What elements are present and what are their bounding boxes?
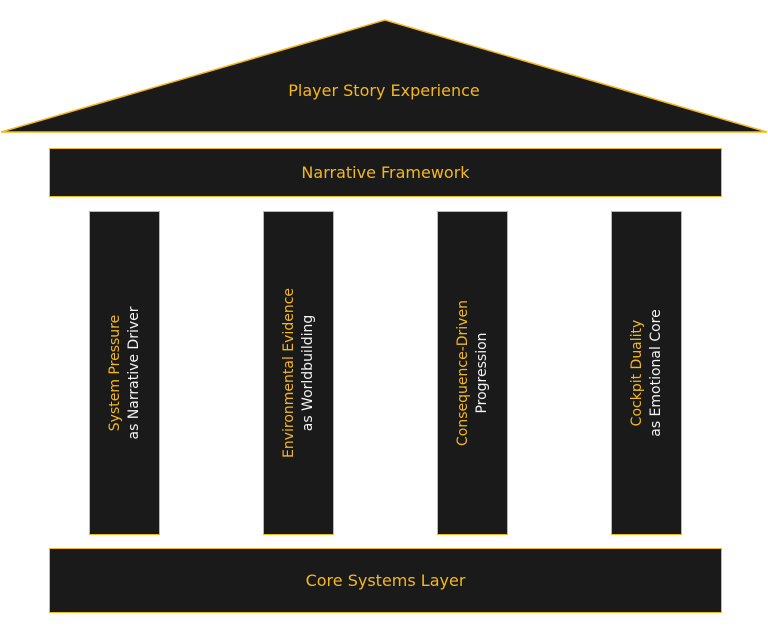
- pillar-subtitle: as Narrative Driver: [125, 306, 142, 440]
- roof-shape: [0, 19, 768, 133]
- pillar-title: System Pressure: [106, 314, 123, 432]
- roof-triangle: [0, 19, 768, 133]
- pillar-text: System Pressure as Narrative Driver: [106, 223, 144, 523]
- pillar-subtitle: Progression: [473, 332, 490, 414]
- pillar-cockpit-duality: Cockpit Duality as Emotional Core: [611, 211, 682, 535]
- pillar-title: Consequence-Driven: [454, 300, 471, 446]
- pillar-subtitle: as Worldbuilding: [299, 314, 316, 432]
- pillar-environmental-evidence: Environmental Evidence as Worldbuilding: [263, 211, 334, 535]
- pillar-title: Environmental Evidence: [280, 287, 297, 459]
- narrative-framework-beam: Narrative Framework: [49, 148, 722, 197]
- core-systems-base: Core Systems Layer: [49, 548, 722, 613]
- pillar-system-pressure: System Pressure as Narrative Driver: [89, 211, 160, 535]
- pillar-title: Cockpit Duality: [628, 319, 645, 427]
- pillar-consequence-driven: Consequence-Driven Progression: [437, 211, 508, 535]
- pillar-text: Cockpit Duality as Emotional Core: [628, 223, 666, 523]
- pillar-text: Consequence-Driven Progression: [454, 223, 492, 523]
- roof-label: Player Story Experience: [288, 81, 480, 100]
- base-label: Core Systems Layer: [305, 571, 466, 590]
- pillar-text: Environmental Evidence as Worldbuilding: [280, 223, 318, 523]
- pillar-subtitle: as Emotional Core: [647, 309, 664, 437]
- framework-label: Narrative Framework: [301, 163, 470, 182]
